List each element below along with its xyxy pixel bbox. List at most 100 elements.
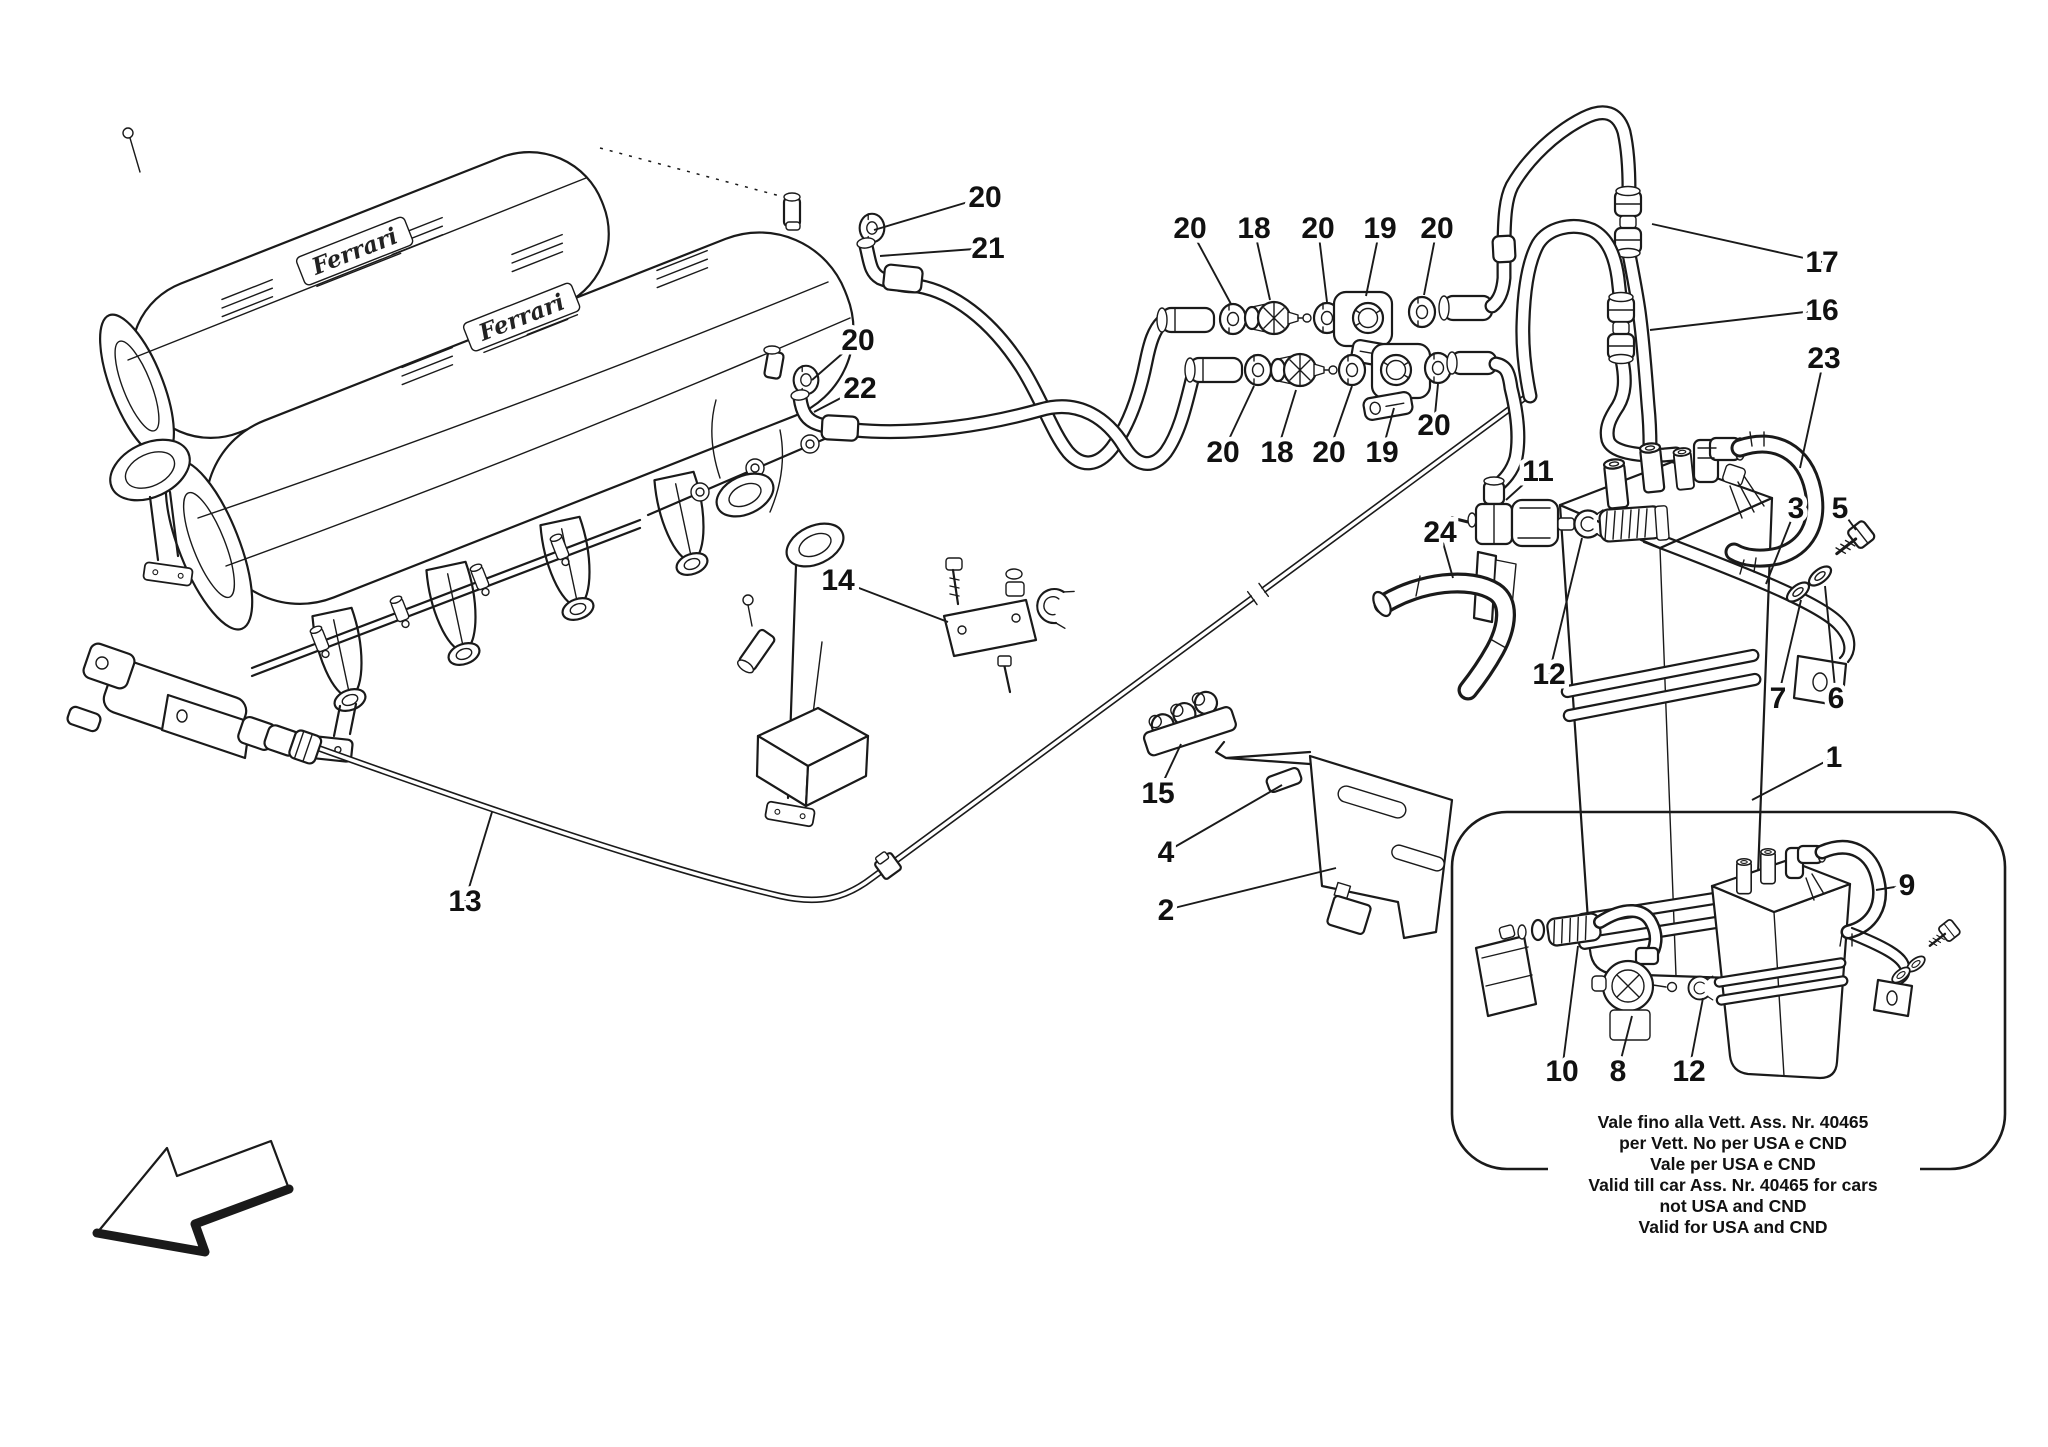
callout-label-18: 18 bbox=[1237, 212, 1270, 245]
callout-leader-4 bbox=[1165, 784, 1283, 853]
callout-leader-24 bbox=[1439, 531, 1454, 579]
callout-label-1: 1 bbox=[1826, 741, 1843, 774]
callout-label-9: 9 bbox=[1899, 869, 1916, 902]
callout-label-23: 23 bbox=[1807, 342, 1840, 375]
callout-leader-5 bbox=[1839, 507, 1857, 531]
callout-leader-12 bbox=[1548, 537, 1583, 675]
pipe-joint bbox=[1246, 582, 1270, 606]
callout-label-6: 6 bbox=[1828, 682, 1845, 715]
callout-leader-15 bbox=[1157, 743, 1182, 794]
callout-label-18: 18 bbox=[1260, 436, 1293, 469]
callout-label-20: 20 bbox=[1206, 436, 1239, 469]
inline-filter-assembly bbox=[66, 642, 323, 765]
callout-leader-22 bbox=[813, 387, 861, 413]
pipe-clamp-15 bbox=[1142, 690, 1237, 757]
callout-leader-12 bbox=[1688, 997, 1704, 1072]
callout-leader-11 bbox=[1505, 470, 1539, 501]
valve-row-2 bbox=[1183, 342, 1498, 423]
inset-bracket-bolt bbox=[1846, 917, 1963, 1018]
inline-connector-16 bbox=[1606, 291, 1636, 365]
callout-label-20: 20 bbox=[1420, 212, 1453, 245]
callout-leader-20 bbox=[1328, 385, 1353, 453]
hose-to-connector-17 bbox=[1484, 105, 1658, 454]
callout-leader-17 bbox=[1651, 223, 1823, 263]
callout-leader-16 bbox=[1649, 309, 1823, 331]
note-line-1: Vale fino alla Vett. Ass. Nr. 40465 bbox=[1598, 1112, 1869, 1132]
hose-row2-to-valve bbox=[1488, 356, 1526, 494]
engine-intake-manifold: Ferrari Ferrari bbox=[99, 127, 886, 828]
callout-leader-20 bbox=[1433, 383, 1439, 426]
callout-label-14: 14 bbox=[821, 564, 855, 597]
hose-24 bbox=[1372, 572, 1516, 701]
callout-label-20: 20 bbox=[841, 324, 874, 357]
hose-22 bbox=[790, 372, 1200, 471]
note-line-2: per Vett. No per USA e CND bbox=[1619, 1133, 1847, 1153]
rubber-pad-4 bbox=[1265, 766, 1303, 794]
callout-label-24: 24 bbox=[1423, 516, 1457, 549]
callout-leader-20 bbox=[1222, 385, 1255, 453]
callout-leader-7 bbox=[1777, 599, 1802, 699]
callout-leader-1 bbox=[1751, 756, 1835, 801]
callout-leader-3 bbox=[1765, 507, 1797, 585]
direction-arrow bbox=[92, 1139, 294, 1257]
callout-leader-14 bbox=[837, 579, 949, 623]
callout-leader-18 bbox=[1253, 227, 1271, 301]
callout-label-19: 19 bbox=[1365, 436, 1398, 469]
callout-leader-19 bbox=[1381, 407, 1395, 453]
callout-label-12: 12 bbox=[1672, 1055, 1705, 1088]
callout-label-17: 17 bbox=[1805, 246, 1838, 279]
callout-label-3: 3 bbox=[1788, 492, 1805, 525]
callout-leader-18 bbox=[1276, 389, 1297, 453]
callout-label-20: 20 bbox=[1301, 212, 1334, 245]
mount-bracket-2 bbox=[1214, 740, 1454, 940]
plenum-stub-lower bbox=[763, 345, 785, 380]
note-line-6: Valid for USA and CND bbox=[1639, 1217, 1828, 1237]
callout-label-13: 13 bbox=[448, 885, 481, 918]
callout-leader-8 bbox=[1617, 1015, 1633, 1072]
callout-leader-2 bbox=[1165, 867, 1337, 911]
canister-pigtail-wires bbox=[1722, 463, 1765, 519]
callout-leader-13 bbox=[464, 811, 493, 902]
inline-connector-17 bbox=[1613, 185, 1643, 259]
foam-pad-block bbox=[755, 641, 870, 808]
callout-label-11: 11 bbox=[1522, 455, 1554, 488]
callout-label-20: 20 bbox=[1312, 436, 1345, 469]
washer-7 bbox=[1782, 577, 1814, 607]
callout-label-20: 20 bbox=[1417, 409, 1450, 442]
callout-label-8: 8 bbox=[1610, 1055, 1627, 1088]
side-port-flanges bbox=[711, 399, 845, 674]
callout-label-16: 16 bbox=[1805, 294, 1838, 327]
note-backdrop bbox=[1548, 1104, 1920, 1250]
note-line-5: not USA and CND bbox=[1659, 1196, 1806, 1216]
pipe-coupling bbox=[874, 851, 902, 880]
fuel-rail bbox=[250, 426, 852, 678]
callout-label-20: 20 bbox=[1173, 212, 1206, 245]
vapour-pipe-13 bbox=[314, 390, 1534, 904]
note-line-3: Vale per USA e CND bbox=[1650, 1154, 1816, 1174]
callout-leader-9 bbox=[1875, 884, 1908, 891]
plenum-stub-upper bbox=[599, 147, 802, 231]
callout-leader-20 bbox=[1189, 227, 1232, 305]
callout-leader-23 bbox=[1799, 357, 1825, 469]
callout-label-5: 5 bbox=[1832, 492, 1849, 525]
hose-to-connector-16 bbox=[1515, 219, 1684, 463]
callout-leader-20 bbox=[1423, 227, 1438, 296]
callout-leader-20 bbox=[811, 339, 859, 381]
valve-row-1 bbox=[1155, 290, 1494, 371]
callout-label-19: 19 bbox=[1363, 212, 1396, 245]
callout-leader-19 bbox=[1365, 227, 1381, 297]
valve-top-elbow bbox=[1482, 476, 1506, 506]
ribbed-sleeve bbox=[1598, 505, 1670, 543]
callout-label-22: 22 bbox=[843, 372, 876, 405]
callout-label-10: 10 bbox=[1545, 1055, 1578, 1088]
callout-label-2: 2 bbox=[1158, 894, 1175, 927]
callout-leader-10 bbox=[1561, 945, 1579, 1072]
callout-label-21: 21 bbox=[971, 232, 1004, 265]
callout-label-15: 15 bbox=[1141, 777, 1174, 810]
note-line-4: Valid till car Ass. Nr. 40465 for cars bbox=[1588, 1175, 1878, 1195]
